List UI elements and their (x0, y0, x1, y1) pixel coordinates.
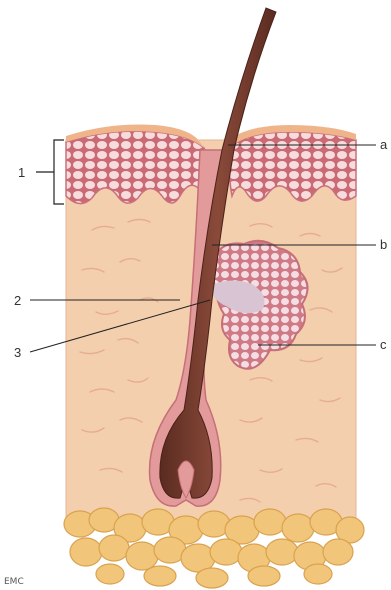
label-1: 1 (18, 165, 25, 180)
credit-mark: EMC (4, 577, 24, 587)
label-2: 2 (14, 293, 21, 308)
label-3: 3 (14, 345, 21, 360)
bracket-1 (36, 140, 64, 204)
label-a: a (380, 137, 388, 152)
subcutaneous-fat (64, 508, 364, 588)
label-b: b (380, 237, 387, 252)
label-c: c (380, 337, 387, 352)
epidermis-right (229, 132, 356, 201)
